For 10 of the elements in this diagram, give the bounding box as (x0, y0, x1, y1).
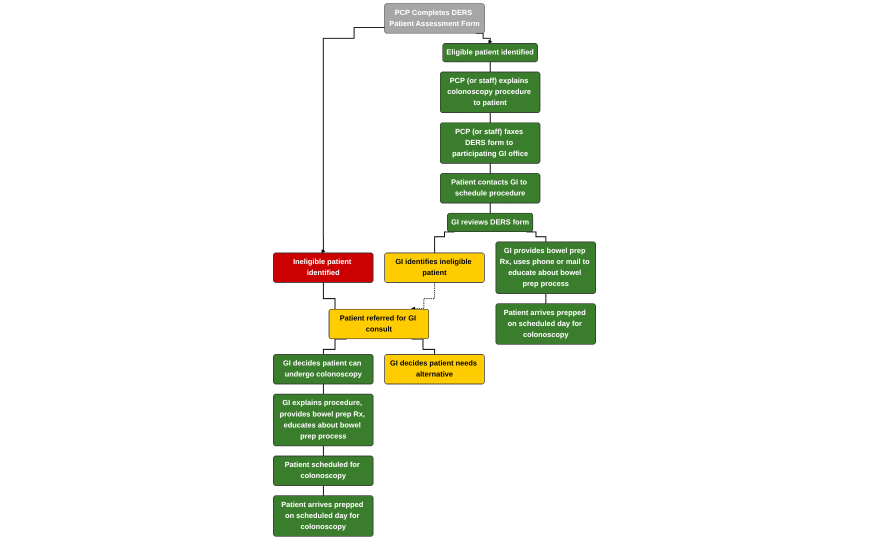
connector (490, 62, 491, 73)
connector (322, 485, 324, 496)
connector (490, 202, 491, 214)
arrow (321, 27, 386, 254)
connector (322, 384, 324, 395)
connector (490, 163, 491, 174)
connector (322, 446, 324, 457)
arrow (411, 282, 436, 311)
connector (545, 293, 546, 304)
connector (490, 112, 491, 124)
